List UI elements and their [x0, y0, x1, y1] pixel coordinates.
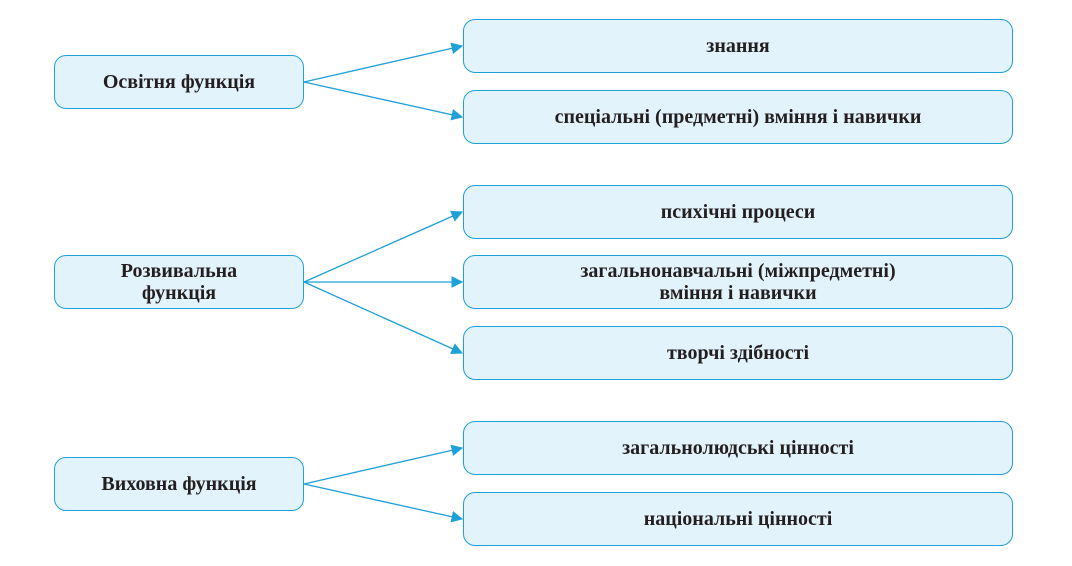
function-box-upbringing: Виховна функція [54, 457, 304, 511]
connector-arrow-3-2 [303, 483, 464, 523]
function-box-developmental: Розвивальна функція [54, 255, 304, 309]
outcome-box-knowledge: знання [463, 19, 1013, 73]
function-box-educational: Освітня функція [54, 55, 304, 109]
connector-arrow-3-1 [303, 444, 464, 485]
connector-arrow-2-1 [303, 210, 464, 283]
outcome-box-universal-values: загальнолюдські цінності [463, 421, 1013, 475]
outcome-box-national-values: національні цінності [463, 492, 1013, 546]
connector-arrow-1-1 [303, 42, 464, 83]
connector-arrow-1-2 [303, 81, 464, 121]
outcome-box-creative-abilities: творчі здібності [463, 326, 1013, 380]
outcome-box-mental-processes: психічні процеси [463, 185, 1013, 239]
connector-arrow-2-3 [303, 281, 464, 355]
outcome-box-special-skills: спеціальні (предметні) вміння і навички [463, 90, 1013, 144]
outcome-box-general-skills: загальнонавчальні (міжпредметні) вміння … [463, 255, 1013, 309]
